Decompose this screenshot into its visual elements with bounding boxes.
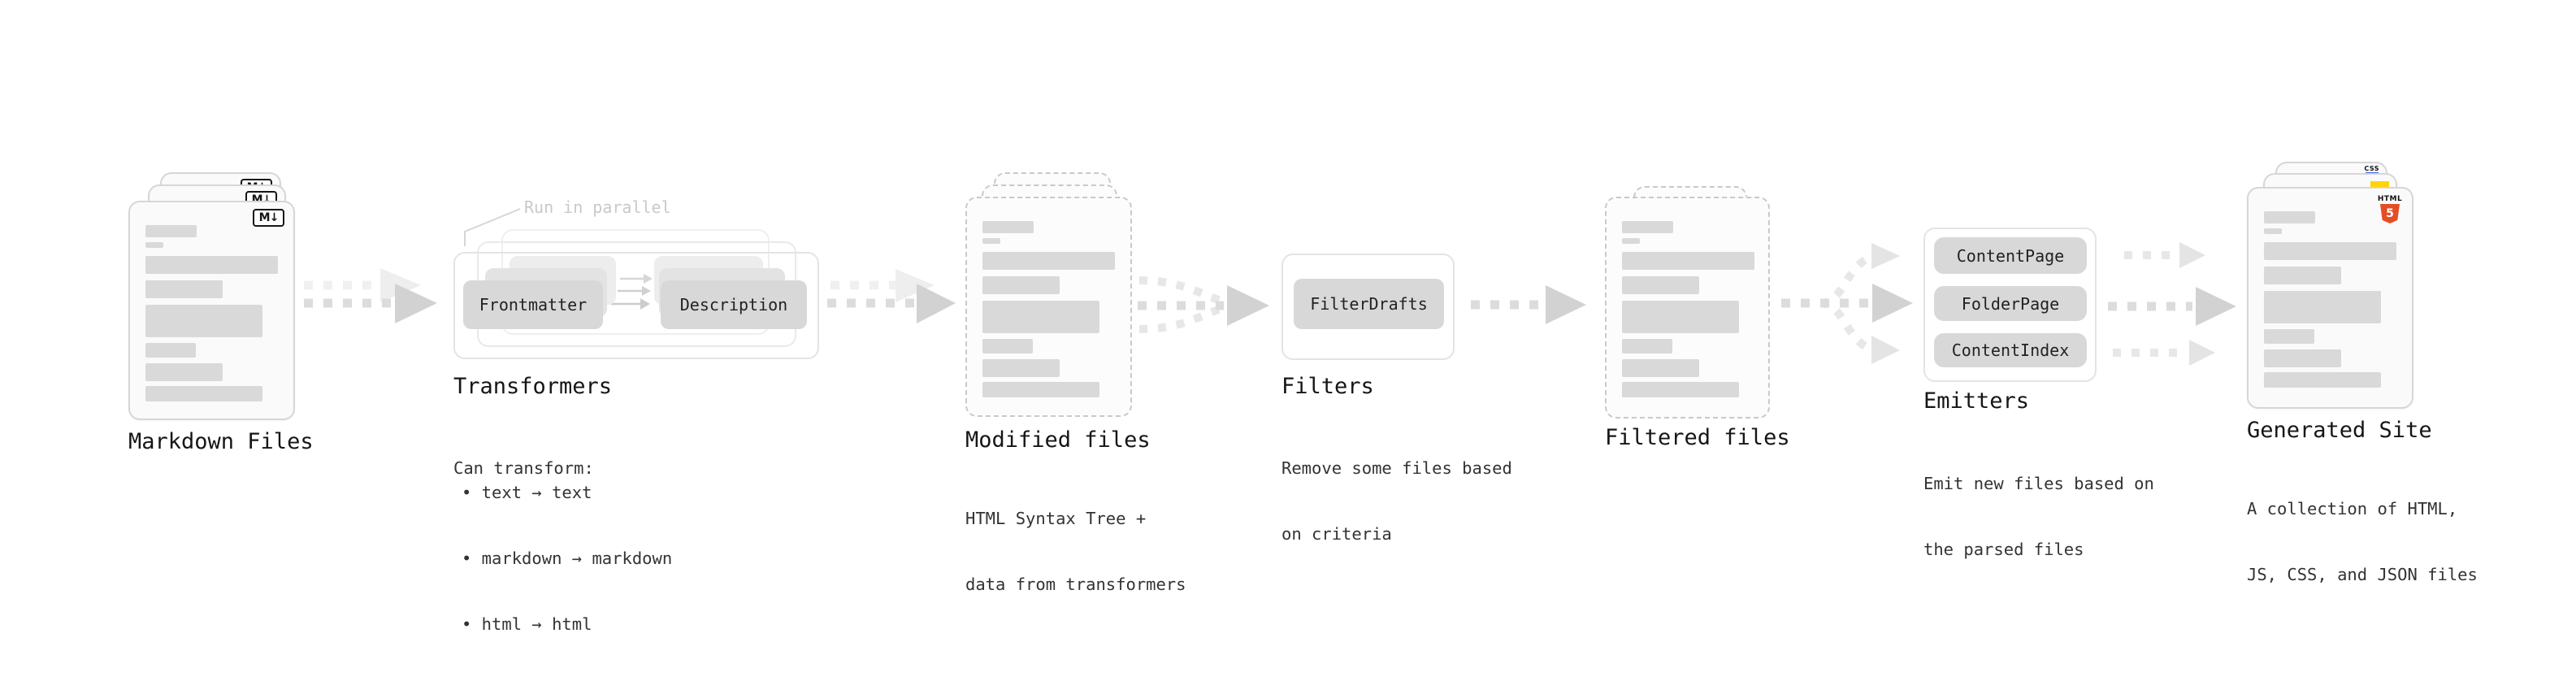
doc-line bbox=[2264, 329, 2314, 344]
caption-line: HTML Syntax Tree + bbox=[965, 509, 1147, 528]
caption-line: JS, CSS, and JSON files bbox=[2247, 565, 2478, 584]
doc-line bbox=[145, 225, 197, 237]
html5-logo-word: HTML bbox=[2377, 195, 2403, 203]
modified-files-caption: HTML Syntax Tree + data from transformer… bbox=[965, 464, 1186, 640]
doc-line bbox=[2264, 211, 2315, 223]
doc-line bbox=[982, 221, 1034, 233]
arrow-emitters-to-generated bbox=[2108, 242, 2236, 366]
doc-line bbox=[1622, 276, 1699, 294]
contentindex-box: ContentIndex bbox=[1934, 333, 2087, 367]
doc-line bbox=[145, 386, 262, 401]
caption-line: Can transform: bbox=[453, 458, 594, 478]
run-in-parallel-connector-line bbox=[464, 208, 521, 246]
transformer-frame-front bbox=[453, 252, 819, 359]
doc-placeholder-lines bbox=[967, 198, 1130, 415]
html5-logo-icon: HTML 5 bbox=[2376, 195, 2404, 223]
arrow-modified-to-filters-converge bbox=[1138, 276, 1269, 333]
doc-line bbox=[2264, 228, 2282, 234]
stage-title-transformers: Transformers bbox=[453, 374, 613, 399]
css-logo-label: CSS bbox=[2364, 165, 2379, 172]
stage-title-markdown-files: Markdown Files bbox=[128, 429, 314, 454]
html5-logo-number: 5 bbox=[2386, 207, 2394, 220]
run-in-parallel-note: Run in parallel bbox=[524, 197, 671, 217]
doc-line bbox=[145, 280, 223, 298]
doc-line bbox=[1622, 252, 1754, 270]
doc-line bbox=[2264, 372, 2381, 388]
doc-line bbox=[145, 343, 196, 358]
caption-line: Remove some files based bbox=[1281, 458, 1512, 478]
doc-placeholder-lines bbox=[130, 202, 293, 419]
caption-line: the parsed files bbox=[1923, 540, 2084, 559]
doc-placeholder-lines bbox=[2249, 189, 2412, 407]
arrow-filtered-to-emitters-diverge bbox=[1781, 243, 1913, 364]
doc-line bbox=[1622, 238, 1640, 244]
bullet-item: • markdown → markdown bbox=[462, 549, 673, 568]
doc-line bbox=[982, 301, 1099, 333]
doc-line bbox=[2264, 291, 2381, 323]
doc-placeholder-lines bbox=[1607, 198, 1768, 417]
doc-line bbox=[2264, 242, 2396, 260]
doc-line bbox=[1622, 301, 1739, 333]
doc-line bbox=[982, 238, 1000, 244]
doc-line bbox=[2264, 349, 2341, 367]
caption-line: Emit new files based on bbox=[1923, 474, 2154, 493]
frontmatter-box: Frontmatter bbox=[463, 280, 603, 329]
stage-title-filtered-files: Filtered files bbox=[1605, 425, 1790, 450]
emitters-frame bbox=[1923, 228, 2097, 382]
markdown-badge-icon: M↓ bbox=[253, 209, 284, 227]
doc-line bbox=[982, 359, 1060, 377]
caption-line: data from transformers bbox=[965, 575, 1186, 594]
bullet-item: • text → text bbox=[462, 483, 592, 502]
stage-title-emitters: Emitters bbox=[1923, 388, 2030, 414]
filtered-doc-front bbox=[1605, 197, 1770, 419]
modified-doc-front bbox=[965, 197, 1132, 417]
stage-title-generated-site: Generated Site bbox=[2247, 418, 2432, 443]
caption-line: on criteria bbox=[1281, 524, 1392, 544]
doc-line bbox=[145, 363, 223, 381]
doc-line bbox=[1622, 339, 1672, 354]
arrow-frontmatter-to-description bbox=[611, 274, 653, 310]
filterdrafts-box: FilterDrafts bbox=[1294, 279, 1444, 329]
doc-line bbox=[982, 382, 1099, 397]
stage-title-filters: Filters bbox=[1281, 374, 1374, 399]
doc-line bbox=[982, 276, 1060, 294]
emitters-caption: Emit new files based on the parsed files bbox=[1923, 429, 2154, 605]
transformers-bullet-list: • text → text • markdown → markdown • ht… bbox=[462, 438, 672, 679]
arrow-filters-to-filtered bbox=[1471, 285, 1586, 324]
transformers-caption: Can transform: bbox=[453, 414, 594, 523]
filters-frame bbox=[1281, 254, 1455, 360]
generated-doc-html: HTML 5 bbox=[2247, 187, 2413, 409]
html5-logo-shield: 5 bbox=[2380, 204, 2400, 223]
arrow-markdown-to-transformers bbox=[304, 268, 437, 323]
filters-caption: Remove some files based on criteria bbox=[1281, 414, 1512, 589]
folderpage-box: FolderPage bbox=[1934, 286, 2087, 321]
generated-site-caption: A collection of HTML, JS, CSS, and JSON … bbox=[2247, 454, 2478, 630]
doc-line bbox=[2264, 267, 2341, 284]
doc-line bbox=[1622, 382, 1739, 397]
description-box: Description bbox=[661, 280, 807, 329]
arrow-transformers-to-modified bbox=[827, 269, 956, 323]
caption-line: A collection of HTML, bbox=[2247, 499, 2458, 518]
markdown-doc-front: M↓ bbox=[128, 201, 295, 420]
doc-line bbox=[982, 339, 1033, 354]
doc-line bbox=[1622, 359, 1699, 377]
doc-line bbox=[145, 242, 163, 248]
bullet-item: • html → html bbox=[462, 614, 592, 634]
markdown-badge-label: M↓ bbox=[258, 211, 280, 224]
doc-line bbox=[982, 252, 1115, 270]
doc-line bbox=[145, 305, 262, 337]
contentpage-box: ContentPage bbox=[1934, 237, 2087, 274]
stage-title-modified-files: Modified files bbox=[965, 427, 1151, 453]
doc-line bbox=[1622, 221, 1673, 233]
doc-line bbox=[145, 256, 278, 274]
